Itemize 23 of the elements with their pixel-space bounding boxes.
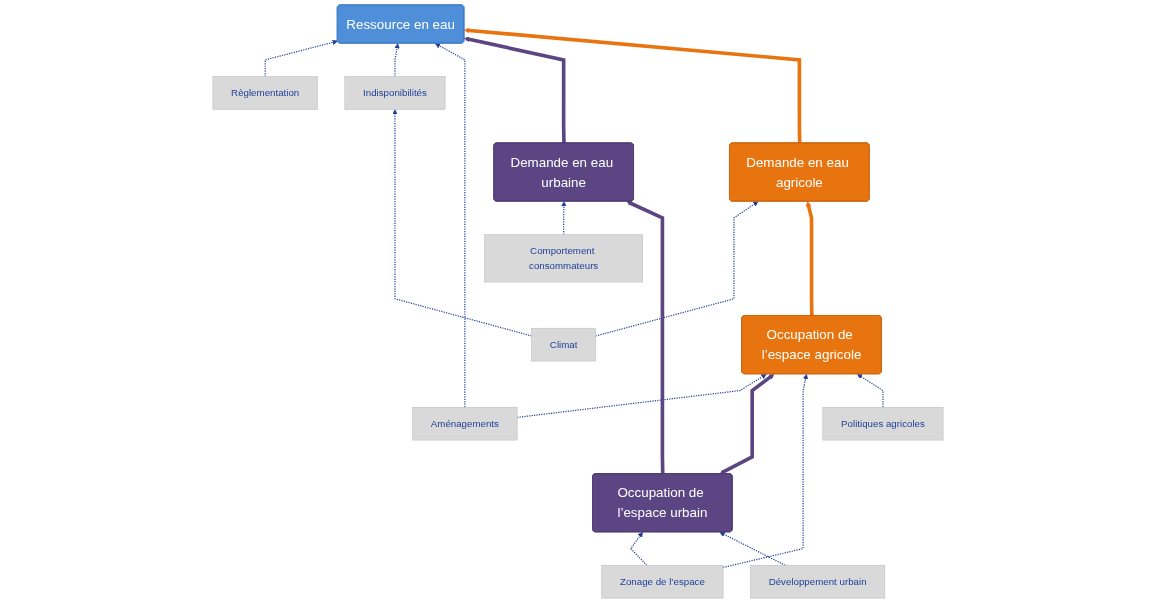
node-box: Développement urbain [750, 565, 886, 599]
arrow [719, 373, 775, 475]
arrow [392, 109, 533, 337]
arrow [394, 43, 400, 78]
node-box: Zonage de l’espace [601, 565, 724, 599]
arrow [630, 531, 648, 566]
arrow [806, 201, 814, 316]
node-box: Indisponibilités [344, 76, 446, 110]
arrow [435, 43, 466, 408]
node-box: Climat [531, 327, 596, 362]
node-box: Règlementation [212, 76, 318, 110]
arrow [722, 373, 809, 569]
arrow [626, 200, 665, 474]
node-box: Comportement consommateurs [484, 234, 643, 283]
arrow [595, 201, 759, 337]
arrow [264, 39, 338, 78]
arrow [464, 36, 566, 144]
node-box: Aménagements [412, 406, 518, 441]
node-box: Politiques agricoles [822, 406, 944, 441]
arrow [464, 27, 802, 144]
arrow [719, 531, 786, 566]
arrow [561, 201, 567, 236]
arrow [857, 373, 884, 408]
